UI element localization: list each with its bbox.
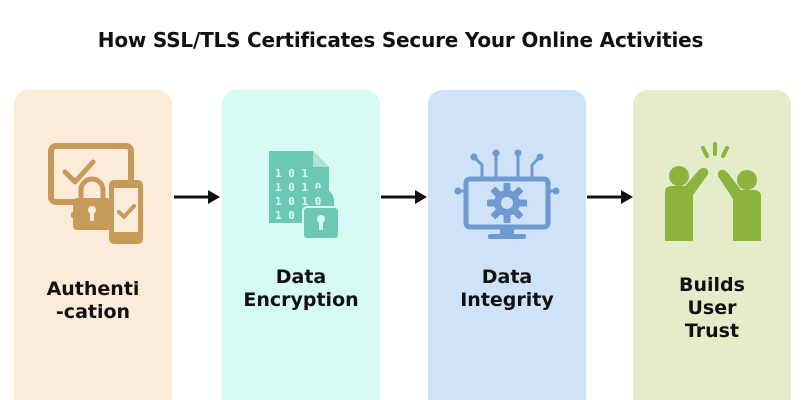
- diagram-title: How SSL/TLS Certificates Secure Your Onl…: [97, 28, 704, 52]
- high-five-icon: [633, 140, 791, 250]
- devices-lock-icon: [14, 140, 172, 250]
- step-card-authentication: Authenti -cation: [14, 90, 172, 400]
- step-label: Builds User Trust: [679, 274, 745, 342]
- arrow-right-icon: [174, 190, 220, 204]
- arrow-right-icon: [381, 190, 427, 204]
- gear-monitor-icon: [428, 140, 586, 250]
- step-label: Authenti -cation: [46, 278, 140, 323]
- arrow-right-icon: [587, 190, 633, 204]
- step-label: Data Integrity: [460, 266, 554, 311]
- step-label: Data Encryption: [243, 266, 359, 311]
- step-card-data-encryption: 1 0 1 1 0 1 0 1 0 1 0 1 0 1 Data Encrypt…: [222, 90, 380, 400]
- svg-text:1 0 1 0: 1 0 1 0: [275, 181, 321, 194]
- step-card-builds-user-trust: Builds User Trust: [633, 90, 791, 400]
- svg-text:1 0 1: 1 0 1: [275, 167, 308, 180]
- svg-text:1 0 1: 1 0 1: [275, 209, 308, 222]
- encrypted-file-lock-icon: 1 0 1 1 0 1 0 1 0 1 0 1 0 1: [222, 140, 380, 250]
- step-card-data-integrity: Data Integrity: [428, 90, 586, 400]
